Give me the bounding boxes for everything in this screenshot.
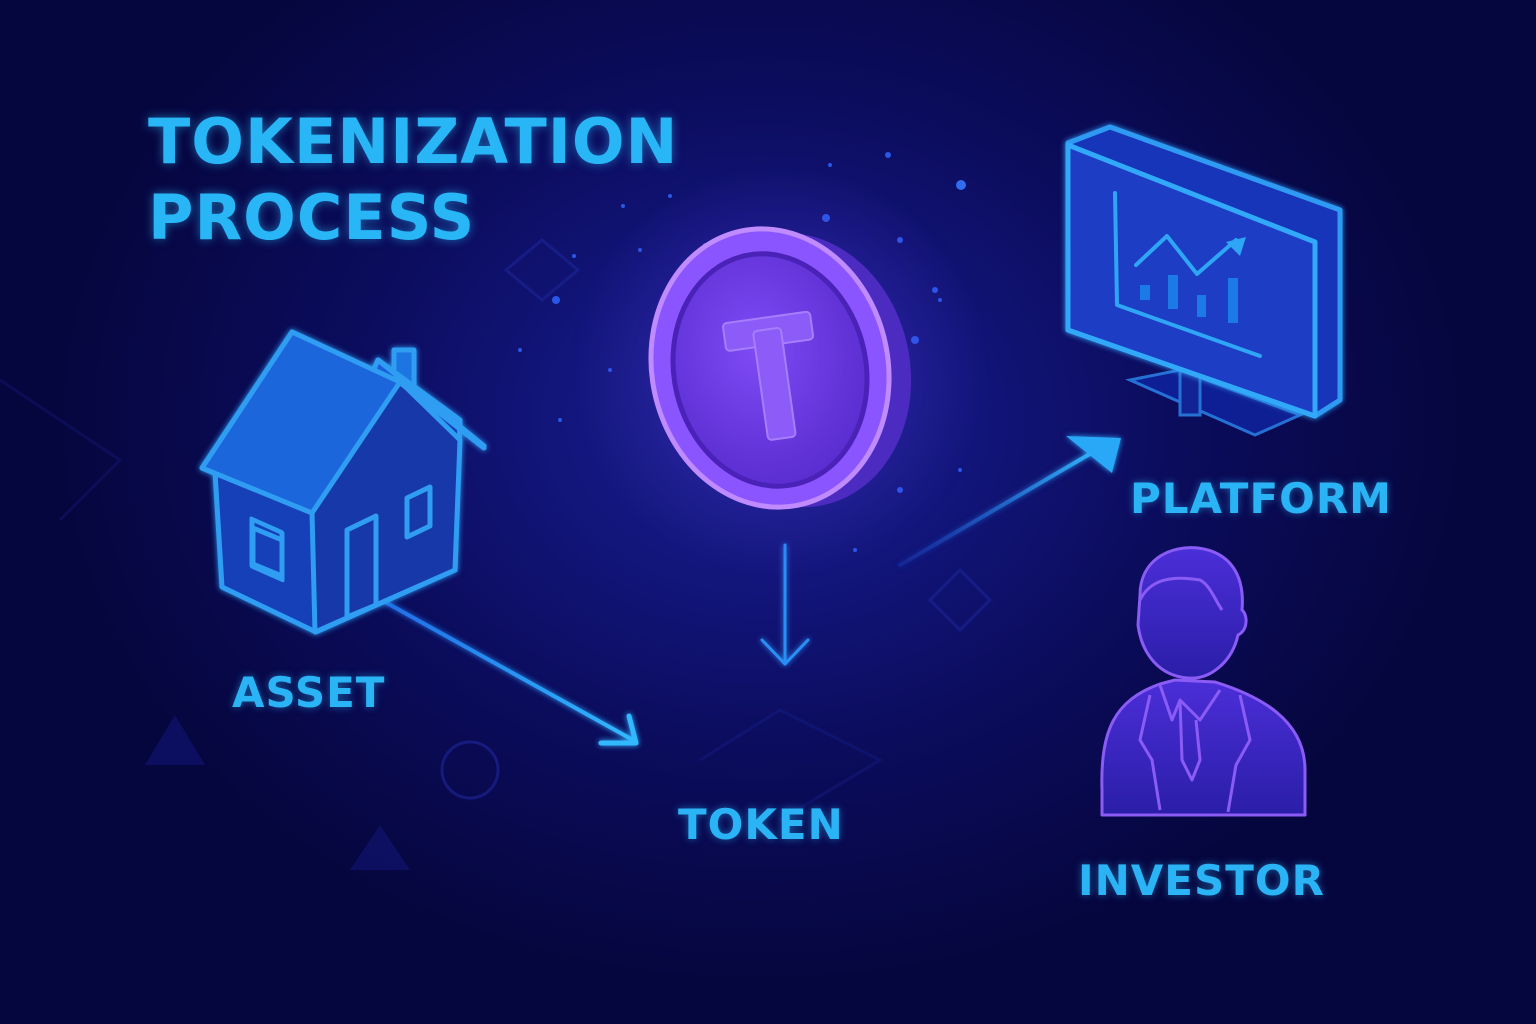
token-t-glyph	[722, 310, 815, 441]
page-title: TOKENIZATION PROCESS	[148, 104, 678, 256]
token-label: TOKEN	[678, 800, 844, 849]
circle-shape	[440, 740, 500, 800]
triangle-shape	[350, 825, 410, 870]
diamond-shape	[503, 238, 581, 302]
title-line-2: PROCESS	[148, 181, 476, 254]
arrow-asset-to-token	[383, 600, 639, 746]
investor-label: INVESTOR	[1078, 856, 1325, 905]
platform-label: PLATFORM	[1130, 474, 1392, 523]
triangle-shape	[145, 715, 205, 765]
asset-label: ASSET	[232, 668, 386, 717]
title-line-1: TOKENIZATION	[148, 105, 679, 178]
arrow-token-to-platform	[898, 436, 1121, 567]
